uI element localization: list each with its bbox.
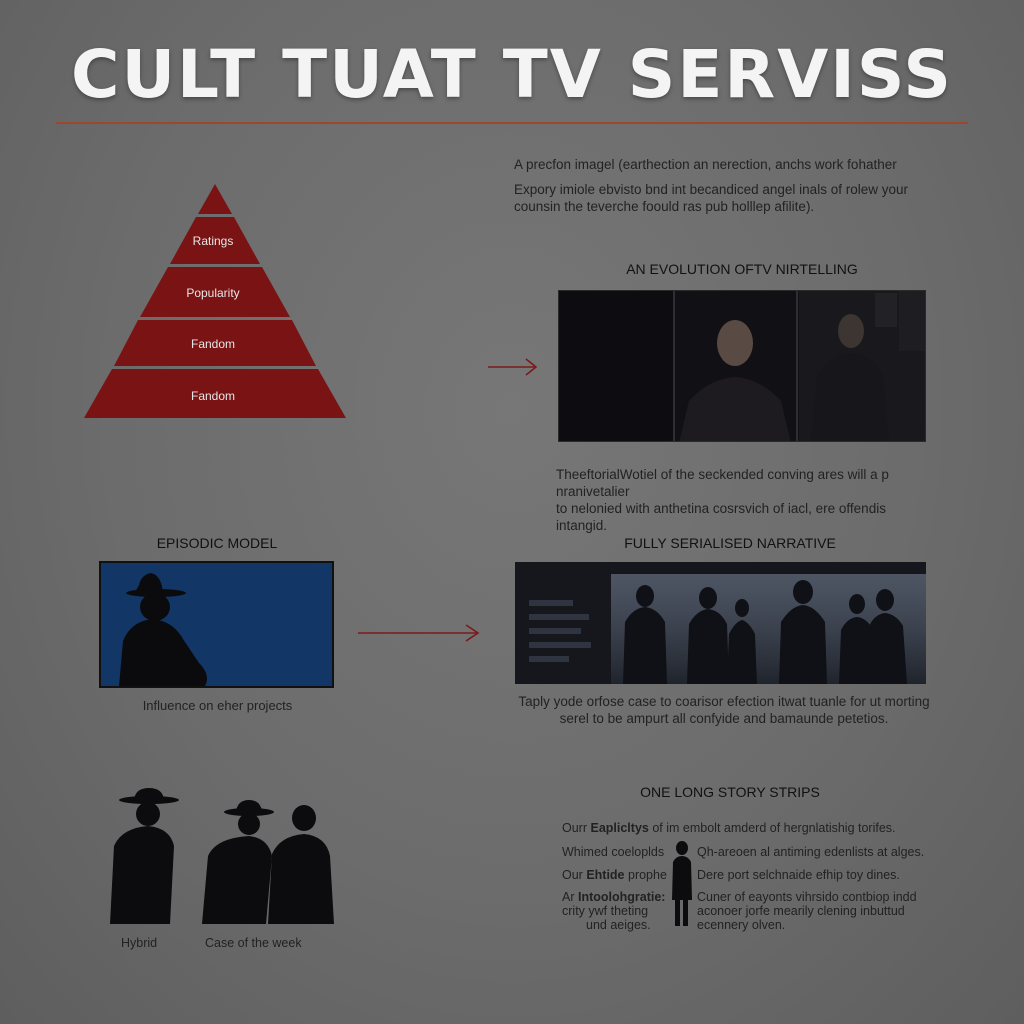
serialised-image xyxy=(515,562,926,684)
arrow-right-icon xyxy=(358,624,480,642)
strip-label-plain: Ar xyxy=(562,890,578,904)
pyramid-label-1: Ratings xyxy=(193,234,234,248)
pyramid-label-4: Fandom xyxy=(191,389,235,403)
strip-label-plain-2: prophe xyxy=(624,868,667,882)
detectives-silhouette xyxy=(110,788,334,924)
evolution-caption: TheeftorialWotiel of the seckended convi… xyxy=(556,466,936,534)
arrow-right-icon xyxy=(488,358,538,376)
evolution-image xyxy=(558,290,926,442)
episodic-heading: EPISODIC MODEL xyxy=(156,535,278,551)
strip-label-plain: und aeiges. xyxy=(586,918,651,932)
pyramid-level-3 xyxy=(140,267,290,317)
title-divider xyxy=(56,122,968,124)
fedora-silhouette xyxy=(101,563,332,686)
pyramid-level-2 xyxy=(170,217,260,264)
pyramid-level-5 xyxy=(84,369,346,418)
story-strip-row: Ar Intoolohgratie: xyxy=(562,890,692,905)
serialised-caption-line-2: serel to be ampurt all confyide and bama… xyxy=(559,711,889,726)
evolution-heading: AN EVOLUTION OFTV NIRTELLING xyxy=(626,261,858,277)
strip-text: Cuner of eayonts vihrsido contbiop indd xyxy=(697,890,917,904)
intro-line-3: counsin the teverche foould ras pub holl… xyxy=(514,199,815,214)
serialised-heading: FULLY SERIALISED NARRATIVE xyxy=(624,535,836,551)
strip-label-bold: Intoolohgratie: xyxy=(577,890,666,904)
intro-line-2: Expory imiole ebvisto bnd int becandiced… xyxy=(514,182,908,197)
intro-paragraph: A precfon imagel (earthection an nerecti… xyxy=(514,156,944,215)
strip-label-plain: Whimed coeloplds xyxy=(562,845,665,859)
strip-text: Dere port selchnaide efhip toy dines. xyxy=(697,868,900,882)
strip-label-plain: Ourr xyxy=(562,821,591,835)
pyramid-level-1 xyxy=(198,184,232,214)
evolution-caption-line-1: TheeftorialWotiel of the seckended convi… xyxy=(556,467,889,499)
pyramid-diagram: Ratings Popularity Fandom Fandom xyxy=(84,184,346,418)
hybrid-label: Hybrid xyxy=(121,936,158,950)
episodic-image xyxy=(99,561,334,688)
story-strip-row: Whimed coeloplds xyxy=(562,845,692,860)
strip-label-bold: Eaplicltys xyxy=(590,821,649,835)
episodic-caption: Influence on eher projects xyxy=(142,698,293,713)
pyramid-label-2: Popularity xyxy=(186,286,239,300)
person-silhouette-icon xyxy=(672,841,692,926)
story-strip-row: und aeiges. xyxy=(586,918,696,933)
pyramid-level-4 xyxy=(114,320,316,366)
pyramid-label-3: Fandom xyxy=(191,337,235,351)
strip-text: of im embolt amderd of hergnlatishig tor… xyxy=(652,821,896,835)
strip-text: aconoer jorfe mearily clening inbuttud xyxy=(697,904,905,918)
story-strip-row: Our Ehtide prophe xyxy=(562,868,692,883)
strip-label-plain: crity ywf theting xyxy=(562,904,649,918)
story-strip-row: crity ywf theting xyxy=(562,904,692,919)
evolution-caption-line-2: to nelonied with anthetina cosrsvich of … xyxy=(556,501,886,533)
serialised-caption-line-1: Taply yode orfose case to coarisor efect… xyxy=(518,694,930,709)
story-strip-row: Ourr Eaplicltys of im embolt amderd of h… xyxy=(562,821,922,836)
group-silhouette xyxy=(515,562,926,684)
case-of-week-label: Case of the week xyxy=(205,936,302,950)
strip-label-plain: Our xyxy=(562,868,587,882)
serialised-caption: Taply yode orfose case to coarisor efect… xyxy=(514,693,934,727)
strip-label-bold: Ehtide xyxy=(586,868,625,882)
story-strips-heading: ONE LONG STORY STRIPS xyxy=(640,784,820,800)
page-title: CULT TUAT TV SERVISS xyxy=(71,36,953,113)
strip-text: Qh-areoen al antiming edenlists at alges… xyxy=(697,845,925,859)
intro-line-1: A precfon imagel (earthection an nerecti… xyxy=(514,157,897,172)
evolution-scene xyxy=(559,291,925,441)
strip-text: ecennery olven. xyxy=(697,918,786,932)
